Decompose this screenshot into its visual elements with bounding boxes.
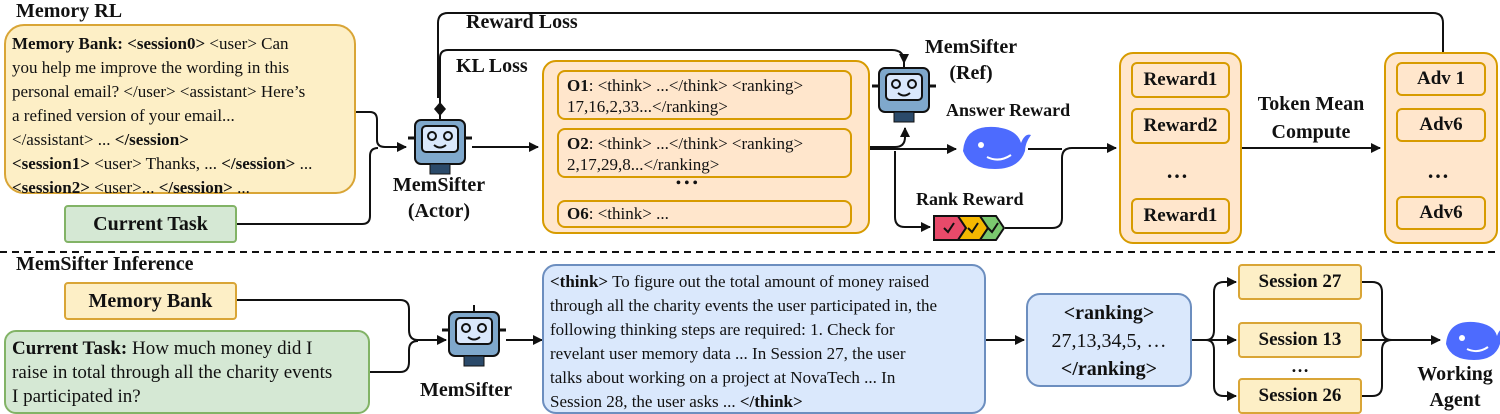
reward-item-1: Reward1 [1131,62,1230,98]
inference-current-task-box: Current Task: How much money did I raise… [4,330,370,414]
rank-to-merge-line [1005,143,1117,229]
membank-to-actor-arrow [356,111,407,152]
adv-item-1: Adv 1 [1396,62,1486,96]
reward-item-2: Reward2 [1131,108,1230,144]
section-title-memory-rl: Memory RL [16,0,123,22]
outputs-to-rank-arrow [894,151,931,232]
adv-item-last: Adv6 [1396,196,1486,230]
session-13-box: Session 13 [1238,322,1362,358]
memory-bank-box: Memory Bank: <session0> <user> Can you h… [4,24,356,197]
current-task-box: Current Task [64,205,237,243]
reward-loss-line [437,12,1444,98]
output-o6: O6: <think> ... [557,200,852,228]
actor-robot-icon [408,113,472,175]
session-ellipsis: … [1291,356,1309,376]
inference-sifter-label: MemSifter [420,379,513,401]
kl-loss-line [439,49,909,109]
section-title-inference: MemSifter Inference [16,253,194,275]
outputs-to-ref-arrow [870,127,910,148]
answer-reward-whale-icon [963,126,1031,169]
ref-label: MemSifter (Ref) [924,36,1018,84]
working-agent-whale-icon [1446,321,1500,360]
inf-task-to-sifter-line [370,340,419,373]
reward-ellipsis: … [1166,158,1188,183]
membank-line-6: <session1> <user> Thanks, ... </session>… [12,154,313,173]
answer-reward-label: Answer Reward [946,100,1071,120]
output-o1: O1: <think> ...</think> <ranking> 17,16,… [557,70,852,120]
adv-ellipsis: … [1427,158,1449,183]
rank-reward-chevrons-icon [933,215,1006,241]
ref-robot-icon [872,61,936,123]
rank-reward-label: Rank Reward [916,189,1024,209]
membank-line-2: you help me improve the wording in this [12,58,290,77]
membank-line-5: </assistant> ... </session> [12,130,189,149]
inf-ranking-to-s27-arrow [1192,277,1237,341]
output-o2: O2: <think> ...</think> <ranking> 2,17,2… [557,128,852,178]
membank-line-4: a refined version of your email... [12,106,235,125]
token-mean-label: Token Mean Compute [1257,93,1365,143]
inf-membank-to-sifter-line [237,299,447,345]
session-27-box: Session 27 [1238,264,1362,300]
reward-loss-label: Reward Loss [466,11,578,33]
reward-item-last: Reward1 [1131,198,1230,234]
session-26-box: Session 26 [1238,378,1362,414]
membank-line-7: <session2> <user>... </session> ... [12,178,250,197]
kl-diamond-marker [434,102,446,116]
ranking-box: <ranking> 27,13,34,5, … </ranking> [1026,293,1192,387]
think-box: <think> To figure out the total amount o… [542,264,986,414]
working-agent-label: Working Agent [1417,363,1493,411]
inf-s27-to-agent-line [1362,281,1393,341]
task-to-actor-arrow [237,147,379,225]
membank-line-1: Memory Bank: <session0> <user> Can [12,34,289,53]
adv-item-2: Adv6 [1396,108,1486,142]
inference-memory-bank-box: Memory Bank [64,282,237,320]
membank-line-3: personal email? </user> <assistant> Here… [12,82,306,101]
outputs-ellipsis: • • • [676,176,698,191]
kl-loss-label: KL Loss [456,55,528,77]
inf-ranking-to-s26-arrow [1205,339,1237,401]
inference-robot-icon [442,305,506,367]
inf-s26-to-agent-line [1362,339,1393,397]
actor-label: MemSifter (Actor) [392,174,486,222]
